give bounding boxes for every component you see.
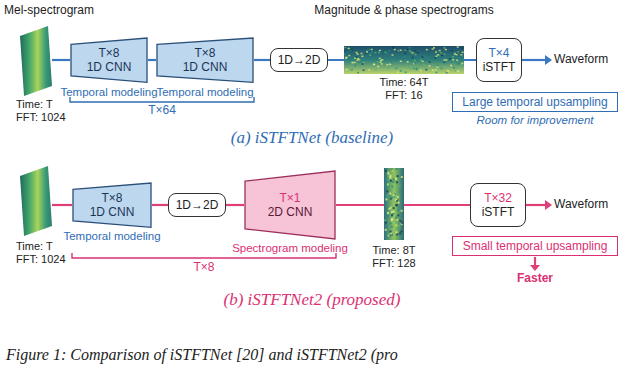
node-text: iSTFT — [482, 205, 515, 219]
text-stack: T×81D CNN — [87, 46, 132, 75]
note-box: Large temporal upsampling — [452, 92, 618, 112]
node-text: Large temporal upsampling — [462, 95, 607, 109]
cnn-block: T×81D CNN — [156, 37, 254, 83]
annotation-label: FFT: 128 — [372, 257, 415, 270]
reshape-box: 1D→2D — [270, 48, 328, 72]
text-stack: T×81D CNN — [183, 46, 228, 75]
signal-connector — [152, 204, 168, 205]
node-text: 1D CNN — [90, 205, 135, 219]
text-stack: T×4iSTFT — [483, 46, 516, 75]
text-stack: Small temporal upsampling — [463, 239, 608, 253]
signal-connector — [254, 59, 270, 60]
reshape-box: 1D→2D — [168, 193, 226, 217]
annotation-label: Room for improvement — [477, 114, 594, 127]
node-text: T×8 — [101, 191, 122, 205]
signal-connector — [226, 205, 244, 206]
node-text: T×32 — [484, 191, 512, 205]
annotation-label: Mel-spectrogram — [4, 4, 94, 18]
text-stack: T×12D CNN — [268, 191, 313, 220]
annotation-label: (a) iSTFTNet (baseline) — [231, 128, 393, 148]
annotation-label: FFT: 16 — [385, 89, 422, 102]
node-text: 1D→2D — [278, 53, 321, 67]
annotation-label: Time: T — [16, 98, 53, 111]
annotation-label: T×64 — [148, 104, 176, 118]
text-stack: 1D→2D — [176, 198, 219, 212]
node-text: Small temporal upsampling — [463, 239, 608, 253]
text-stack: T×32iSTFT — [482, 191, 515, 220]
annotation-label: T×8 — [193, 261, 214, 275]
node-text: 2D CNN — [268, 205, 313, 219]
text-stack: 1D→2D — [278, 53, 321, 67]
annotation-label: Spectrogram modeling — [232, 242, 348, 255]
annotation-label: Time: T — [16, 240, 53, 253]
annotation-label: Waveform — [554, 198, 608, 212]
annotation-label: Time: 8T — [373, 244, 416, 257]
cnn-block: T×81D CNN — [70, 37, 148, 83]
note-box: Small temporal upsampling — [452, 236, 618, 256]
signal-connector — [148, 59, 156, 60]
node-text: iSTFT — [483, 60, 516, 74]
node-text: T×1 — [279, 191, 300, 205]
node-text: 1D CNN — [87, 60, 132, 74]
node-text: 1D CNN — [183, 60, 228, 74]
annotation-label: Temporal modeling — [60, 86, 157, 99]
cnn-block: T×12D CNN — [244, 170, 336, 240]
annotation-label: Temporal modeling — [156, 86, 253, 99]
mel-image — [20, 26, 52, 236]
annotation-label: Magnitude & phase spectrograms — [314, 4, 493, 18]
text-stack: Large temporal upsampling — [462, 95, 607, 109]
annotation-label: Waveform — [554, 53, 608, 67]
istft-box: T×4iSTFT — [476, 38, 522, 82]
annotation-label: (b) iSTFTNet2 (proposed) — [224, 290, 401, 310]
annotation-label: Temporal modeling — [63, 230, 160, 243]
text-stack: T×81D CNN — [90, 191, 135, 220]
node-text: 1D→2D — [176, 198, 219, 212]
istft-box: T×32iSTFT — [470, 183, 526, 227]
node-text: T×8 — [194, 46, 215, 60]
node-text: T×4 — [488, 46, 509, 60]
annotation-label: Faster — [517, 272, 553, 286]
annotation-label: FFT: 1024 — [16, 253, 66, 266]
node-text: T×8 — [98, 46, 119, 60]
annotation-label: Time: 64T — [379, 76, 428, 89]
cnn-block: T×81D CNN — [72, 182, 152, 228]
annotation-label: FFT: 1024 — [16, 111, 66, 124]
figure-caption: Figure 1: Comparison of iSTFTNet [20] an… — [6, 346, 398, 364]
